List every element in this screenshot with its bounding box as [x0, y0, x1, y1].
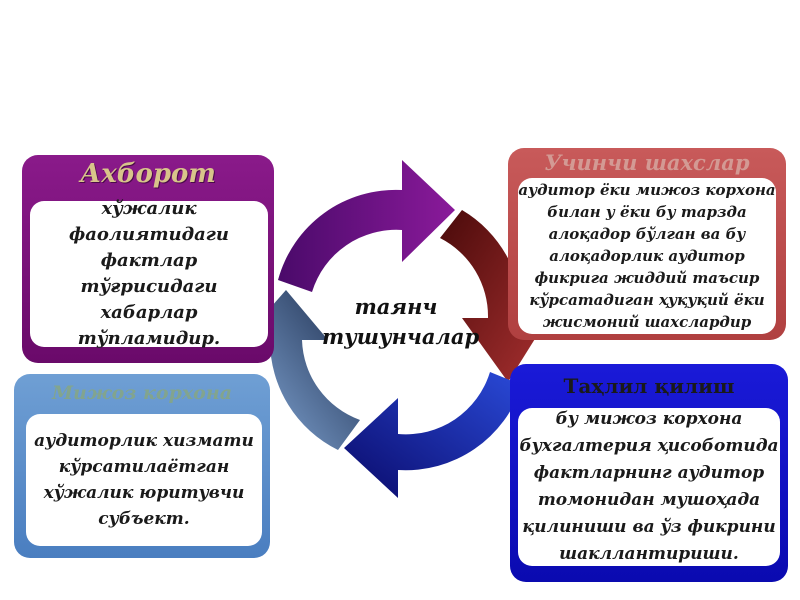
- card-information: Ахборот хўжалик фаолиятидаги фактлар тўғ…: [22, 155, 274, 363]
- card-analysis: Таҳлил қилиш бу мижоз корхона бухгалтери…: [510, 364, 788, 582]
- card-information-title: Ахборот: [80, 159, 216, 189]
- card-client-company-text: аудиторлик хизмати кўрсатилаётган хўжали…: [26, 414, 262, 546]
- card-client-company: Мижоз корхона аудиторлик хизмати кўрсати…: [14, 374, 270, 558]
- cycle-arrow-purple: [278, 160, 455, 292]
- card-third-parties: Учинчи шахслар аудитор ёки мижоз корхона…: [508, 148, 786, 340]
- cycle-arrow-blue: [344, 372, 522, 498]
- card-analysis-title: Таҳлил қилиш: [563, 374, 735, 398]
- card-third-parties-text: аудитор ёки мижоз корхона билан у ёки бу…: [518, 178, 776, 334]
- card-third-parties-title: Учинчи шахслар: [544, 150, 750, 175]
- center-label-line2: тушунчалар: [322, 324, 480, 349]
- center-label: таянч тушунчалар: [322, 292, 480, 352]
- center-label-line1: таянч: [354, 294, 438, 319]
- card-information-text: хўжалик фаолиятидаги фактлар тўғрисидаги…: [30, 198, 268, 349]
- card-analysis-text: бу мижоз корхона бухгалтерия ҳисоботида …: [518, 408, 780, 566]
- card-client-company-title: Мижоз корхона: [51, 382, 233, 404]
